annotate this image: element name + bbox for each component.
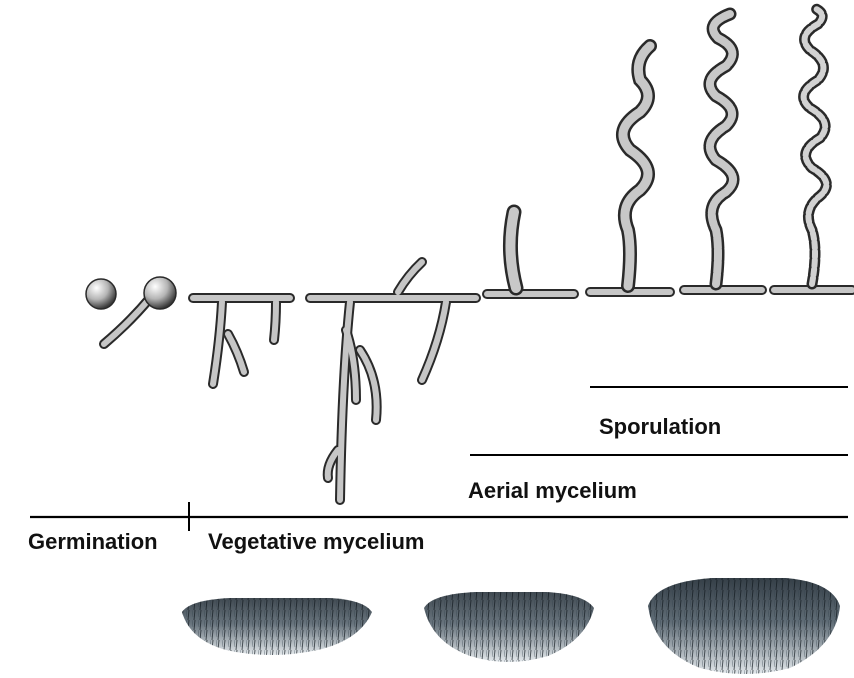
sporulation-label: Sporulation xyxy=(599,416,721,438)
spiral-spore-chain-stage xyxy=(684,14,762,290)
spore-stage xyxy=(86,279,116,309)
vegetative-mycelium-label: Vegetative mycelium xyxy=(208,531,424,553)
germination-label: Germination xyxy=(28,531,158,553)
free-spore xyxy=(86,279,116,309)
germinating-spore xyxy=(144,277,176,309)
early-spiral-stage xyxy=(590,46,670,292)
colony-vegetative xyxy=(182,598,372,655)
timeline-lines xyxy=(30,387,848,531)
mature-spore-chain-stage xyxy=(774,8,852,290)
colony-sporulating xyxy=(648,578,840,674)
colony-row xyxy=(182,578,840,674)
branched-vegetative-mycelium xyxy=(310,262,476,500)
aerial-mycelium-label: Aerial mycelium xyxy=(468,480,637,502)
aerial-hypha-stage xyxy=(487,212,574,294)
colony-aerial xyxy=(424,592,594,662)
young-vegetative-hyphae xyxy=(193,298,290,384)
